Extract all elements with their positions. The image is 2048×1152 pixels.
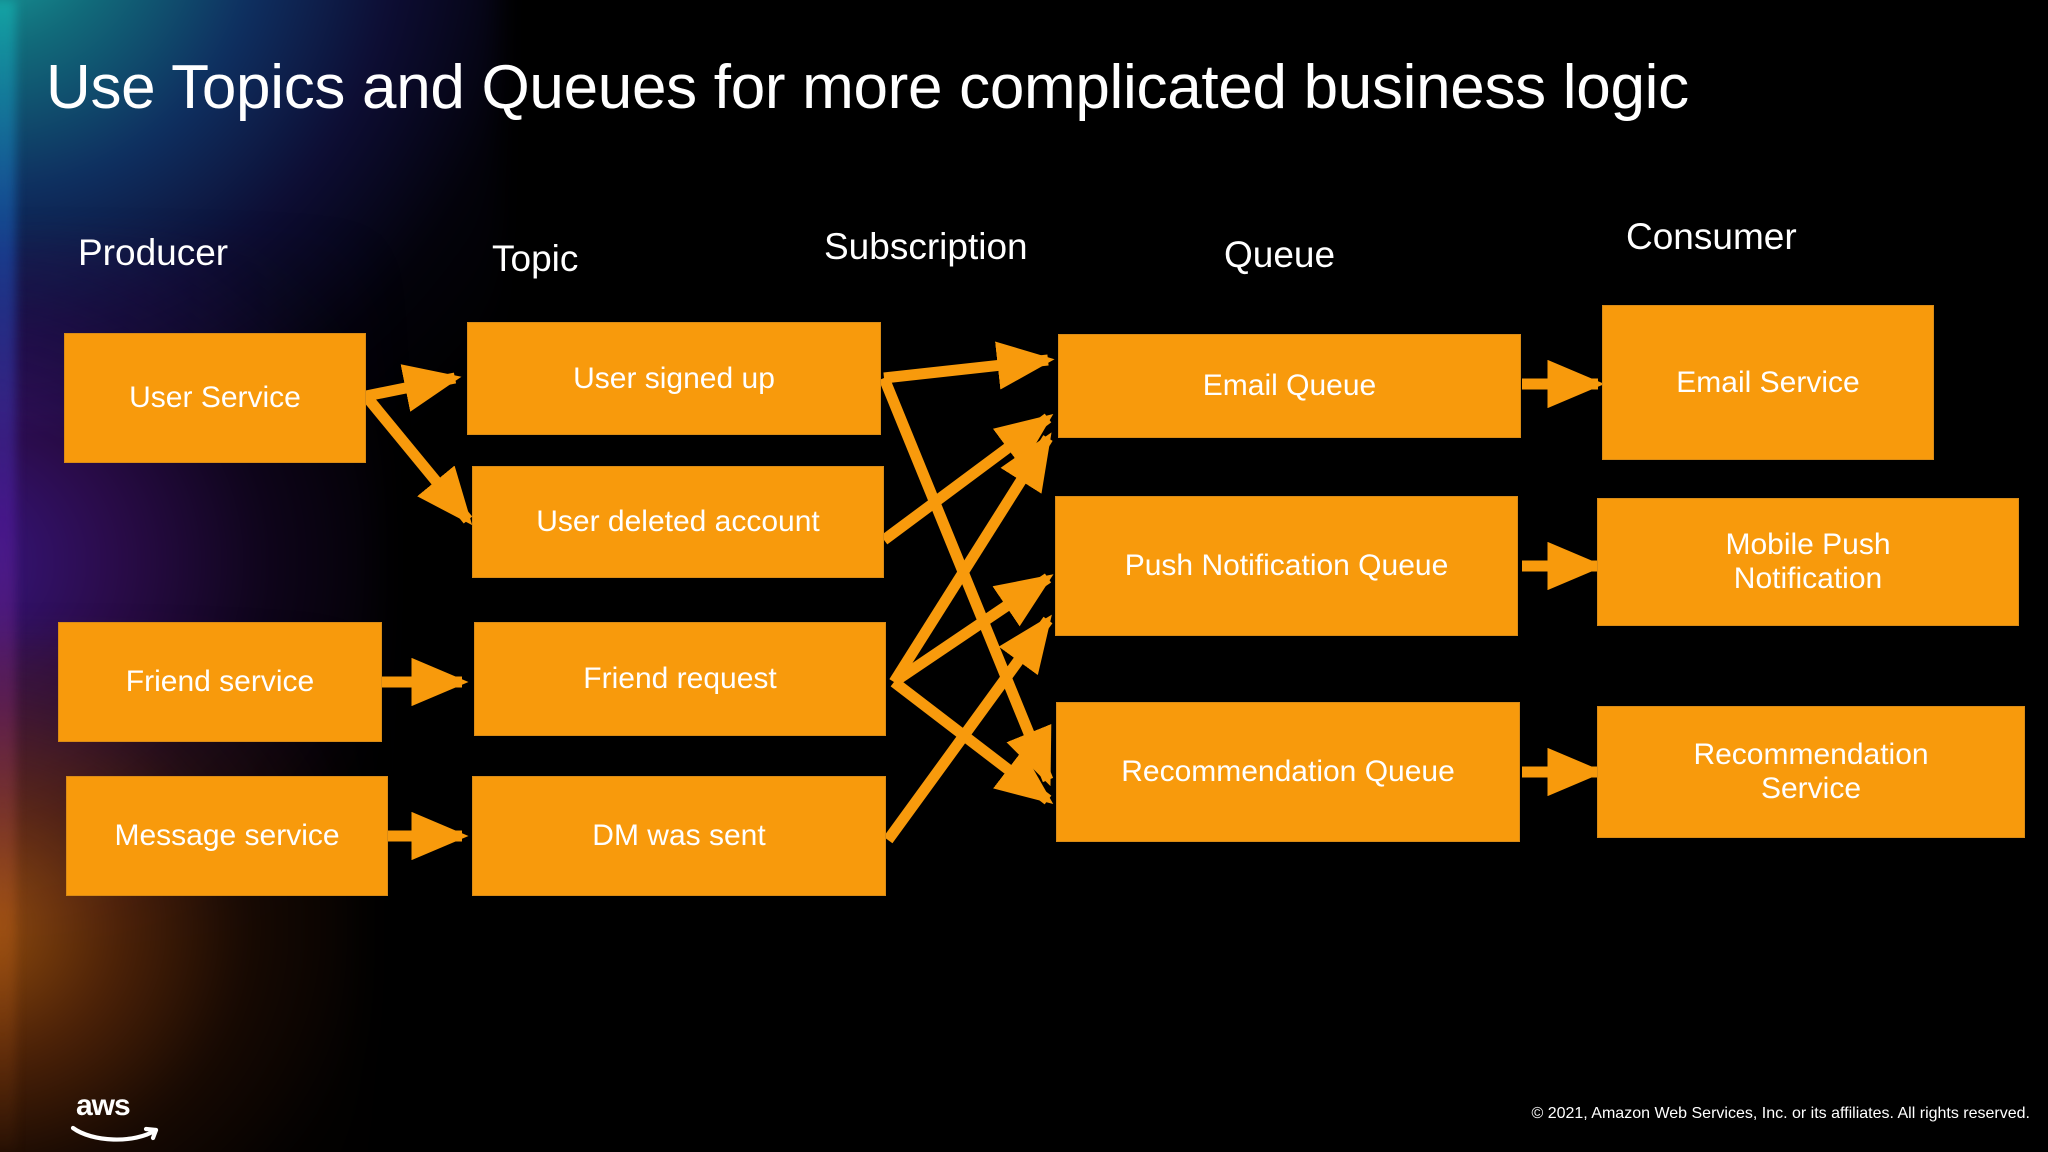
column-header-consumer: Consumer — [1626, 216, 1797, 257]
queue-node-recommendation-queue[interactable]: Recommendation Queue — [1056, 702, 1520, 842]
column-header-producer: Producer — [78, 232, 229, 273]
copyright-text: © 2021, Amazon Web Services, Inc. or its… — [1531, 1105, 2030, 1122]
arrow-friend-request-to-recommendation-queue — [890, 677, 1054, 805]
column-header-subscription: Subscription — [824, 226, 1028, 267]
arrow-user-deleted-account-to-email-queue — [880, 413, 1054, 545]
queue-node-push-notification-queue[interactable]: Push Notification Queue — [1055, 496, 1518, 636]
consumer-node-email-service[interactable]: Email Service — [1602, 305, 1934, 460]
aws-logo: aws — [70, 1089, 159, 1142]
topic-node-user-deleted-account[interactable]: User deleted account — [472, 466, 884, 578]
consumer-node-mobile-push-notification[interactable]: Mobile Push Notification — [1597, 498, 2019, 626]
topic-node-user-signed-up[interactable]: User signed up — [467, 322, 881, 435]
producer-node-friend-service[interactable]: Friend service — [58, 622, 382, 742]
consumer-node-recommendation-service[interactable]: Recommendation Service — [1597, 706, 2025, 838]
topic-node-friend-request[interactable]: Friend request — [474, 622, 886, 736]
producer-node-user-service[interactable]: User Service — [64, 333, 366, 463]
column-header-queue: Queue — [1224, 234, 1336, 275]
background-edge-stripe — [0, 0, 16, 1152]
arrow-friend-request-to-push-notification-queue — [890, 573, 1054, 687]
arrow-user-service-to-user-deleted-account — [361, 392, 473, 526]
svg-text:aws: aws — [76, 1089, 130, 1122]
arrow-user-signed-up-to-email-queue — [883, 341, 1055, 390]
arrow-user-service-to-user-signed-up — [364, 364, 462, 412]
slide-title: Use Topics and Queues for more complicat… — [46, 53, 1689, 122]
arrow-user-signed-up-to-recommendation-queue — [878, 375, 1054, 787]
column-header-topic: Topic — [492, 238, 579, 279]
producer-node-message-service[interactable]: Message service — [66, 776, 388, 896]
topic-node-dm-was-sent[interactable]: DM was sent — [472, 776, 886, 896]
arrow-friend-request-to-email-queue — [889, 432, 1053, 685]
queue-node-email-queue[interactable]: Email Queue — [1058, 334, 1521, 438]
arrow-dm-was-sent-to-push-notification-queue — [883, 614, 1053, 844]
